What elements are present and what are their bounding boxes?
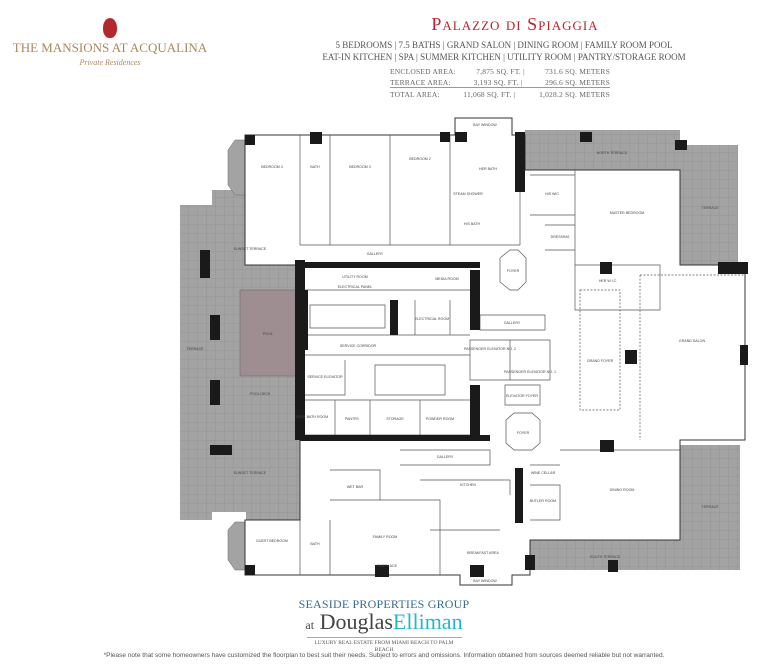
- area-enclosed: ENCLOSED AREA: 7,875 SQ. FT. | 731.6 SQ. M…: [390, 67, 610, 76]
- room-terrace-southeast: TERRACE: [701, 505, 719, 509]
- room-pool-bath: POOL BATH ROOM: [296, 415, 328, 419]
- developer-logo: THE MANSIONS AT ACQUALINA Private Reside…: [0, 18, 220, 67]
- room-passenger-elevator-1: PASSENGER ELEVATOR NO. 1: [504, 370, 556, 374]
- agency-group: SEASIDE PROPERTIES GROUP: [298, 597, 470, 611]
- room-guest-bath: BATH: [310, 542, 320, 546]
- agency-wordmark: at DouglasElliman: [0, 611, 768, 636]
- room-his-bath: HIS BATH: [464, 222, 481, 226]
- room-storage: STORAGE: [386, 417, 404, 421]
- area-sqft: 11,068 SQ. FT. |: [463, 90, 516, 99]
- pool: [239, 289, 298, 377]
- room-dining-room: DINING ROOM: [610, 488, 635, 492]
- room-powder-room: POWDER ROOM: [426, 417, 454, 421]
- features-line-2: EAT-IN KITCHEN | SPA | SUMMER KITCHEN | …: [322, 52, 686, 62]
- room-grand-salon: GRAND SALON: [679, 339, 706, 343]
- room-breakfast-area: BREAKFAST AREA: [467, 551, 499, 555]
- room-elevator-foyer: ELEVATOR FOYER: [506, 394, 538, 398]
- area-sqm: 296.6 SQ. METERS: [545, 78, 610, 87]
- area-sqm: 1,028.2 SQ. METERS: [539, 90, 610, 99]
- room-service-elevator: SERVICE ELEVATOR: [307, 375, 343, 379]
- area-sqft: 7,875 SQ. FT. |: [476, 67, 525, 76]
- room-guest-bedroom: GUEST BEDROOM: [256, 539, 288, 543]
- logo-brand: THE MANSIONS AT ACQUALINA: [12, 40, 208, 55]
- interior: [244, 117, 746, 586]
- room-butler-room: BUTLER ROOM: [530, 499, 556, 503]
- area-label: TERRACE AREA:: [390, 78, 451, 87]
- room-master-bedroom: MASTER BEDROOM: [610, 211, 645, 215]
- room-sunset-terrace-2: SUNSET TERRACE: [234, 471, 267, 475]
- features-line-1: 5 BEDROOMS | 7.5 BATHS | GRAND SALON | D…: [335, 40, 673, 50]
- room-grand-foyer: GRAND FOYER: [587, 359, 614, 363]
- room-terrace-west: TERRACE: [186, 347, 204, 351]
- room-terrace-east: TERRACE: [701, 206, 719, 210]
- area-label: ENCLOSED AREA:: [390, 67, 456, 76]
- room-pool-deck: POOL DECK: [250, 392, 271, 396]
- disclaimer: *Please note that some homeowners have c…: [103, 652, 665, 659]
- page-title: Palazzo di Spiaggia: [431, 14, 599, 34]
- room-passenger-elevator-2: PASSENGER ELEVATOR NO. 2: [464, 347, 516, 351]
- room-labels: BEDROOM 4 BATH BEDROOM 3 BEDROOM 2 BAY W…: [186, 123, 719, 583]
- room-foyer-2: FOYER: [517, 431, 530, 435]
- room-her-wic: HER W.I.C.: [599, 279, 617, 283]
- room-media-room: MEDIA ROOM: [435, 277, 458, 281]
- agency-elliman: Elliman: [392, 609, 463, 634]
- agency-at: at: [305, 618, 315, 632]
- room-fireplace: FIREPLACE: [377, 564, 398, 568]
- room-bay-window-2: BAY WINDOW: [473, 579, 497, 583]
- room-sunset-terrace: SUNSET TERRACE: [234, 247, 267, 251]
- room-steam-shower: STEAM SHOWER: [453, 192, 483, 196]
- room-service-corridor: SERVICE CORRIDOR: [340, 344, 377, 348]
- area-terrace: TERRACE AREA: 3,193 SQ. FT. | 296.6 SQ. ME…: [390, 78, 610, 88]
- logo-tagline: Private Residences: [79, 58, 141, 67]
- room-pantry: PANTRY: [345, 417, 360, 421]
- room-pool: POOL: [263, 332, 273, 336]
- area-sqm: 731.6 SQ. METERS: [545, 67, 610, 76]
- agency-douglas: Douglas: [319, 609, 393, 634]
- room-dressing: DRESSING: [551, 235, 570, 239]
- room-bath: BATH: [310, 165, 320, 169]
- agency-tagline: LUXURY REAL ESTATE FROM MIAMI BEACH TO P…: [306, 637, 462, 654]
- logo-emblem-icon: [103, 18, 117, 38]
- room-gallery: GALLERY: [367, 252, 384, 256]
- room-bedroom-3: BEDROOM 3: [349, 165, 371, 169]
- room-gallery-3: GALLERY: [437, 455, 454, 459]
- room-bay-window: BAY WINDOW: [473, 123, 497, 127]
- room-north-terrace: NORTH TERRACE: [597, 151, 628, 155]
- room-family-room: FAMILY ROOM: [373, 535, 398, 539]
- room-gallery-2: GALLERY: [504, 321, 521, 325]
- room-her-bath: HER BATH: [479, 167, 497, 171]
- room-his-wic: HIS WIC: [545, 192, 559, 196]
- area-label: TOTAL AREA:: [390, 90, 440, 99]
- room-walls: [299, 135, 745, 575]
- room-wet-bar: WET BAR: [347, 485, 364, 489]
- area-total: TOTAL AREA: 11,068 SQ. FT. | 1,028.2 SQ. M…: [390, 90, 610, 99]
- room-kitchen: KITCHEN: [460, 483, 476, 487]
- structural-walls: [200, 132, 748, 577]
- room-electrical-panel: ELECTRICAL PANEL: [338, 285, 373, 289]
- agency-logo: SEASIDE PROPERTIES GROUP at DouglasEllim…: [0, 597, 768, 654]
- room-foyer: FOYER: [507, 269, 520, 273]
- room-utility-room: UTILITY ROOM: [342, 275, 368, 279]
- room-electrical-room: ELECTRICAL ROOM: [415, 317, 449, 321]
- room-wine-cellar: WINE CELLAR: [531, 471, 556, 475]
- room-bedroom-2: BEDROOM 2: [409, 157, 431, 161]
- room-bedroom-4: BEDROOM 4: [261, 165, 283, 169]
- area-sqft: 3,193 SQ. FT. |: [473, 78, 523, 87]
- room-south-terrace: SOUTH TERRACE: [590, 555, 621, 559]
